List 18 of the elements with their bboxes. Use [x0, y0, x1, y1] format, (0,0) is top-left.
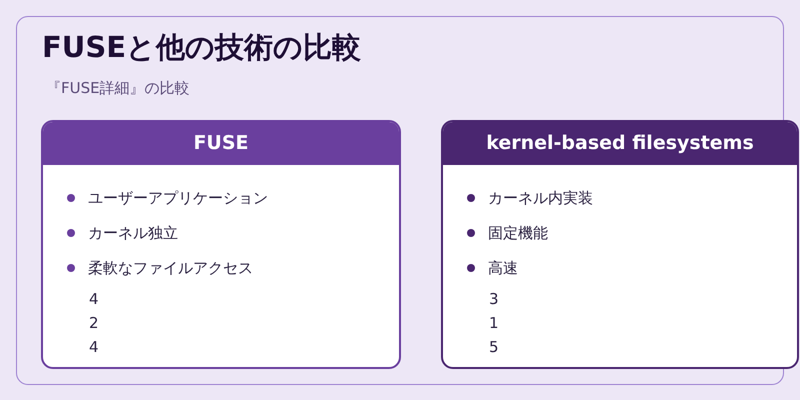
- list-item-text: 高速: [488, 258, 518, 278]
- list-item-text: ユーザーアプリケーション: [88, 188, 268, 208]
- number-label: 1: [489, 314, 499, 333]
- title: FUSEと他の技術の比較: [42, 29, 362, 66]
- number-label: 2: [89, 314, 99, 333]
- number-label: 3: [489, 290, 499, 309]
- list-item-text: 固定機能: [488, 223, 548, 243]
- card: [441, 120, 799, 369]
- number-label: 5: [489, 338, 499, 357]
- number-label: 4: [89, 338, 99, 357]
- card-header: FUSE: [43, 122, 399, 165]
- card-header: kernel-based filesystems: [443, 122, 797, 165]
- card: [41, 120, 401, 369]
- list-item-text: カーネル独立: [88, 223, 178, 243]
- list-item-text: カーネル内実装: [488, 188, 593, 208]
- number-label: 4: [89, 290, 99, 309]
- subtitle: 『FUSE詳細』の比較: [46, 79, 190, 98]
- list-item-text: 柔軟なファイルアクセス: [88, 258, 253, 278]
